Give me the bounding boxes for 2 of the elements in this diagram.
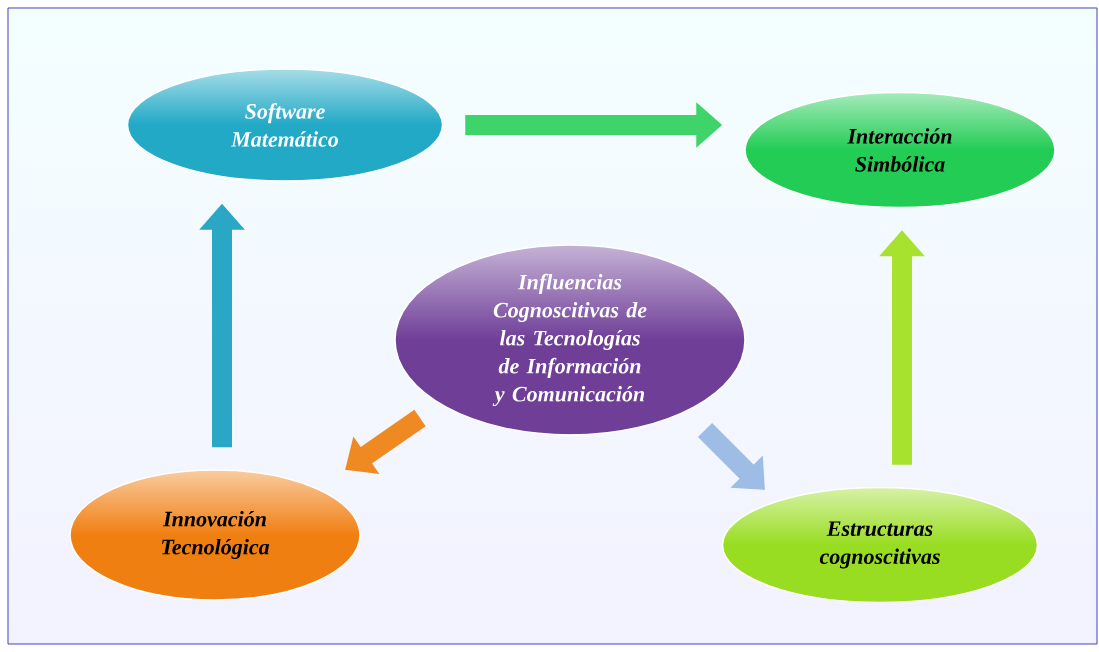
block-arrow (345, 409, 426, 474)
block-arrow (697, 422, 765, 490)
